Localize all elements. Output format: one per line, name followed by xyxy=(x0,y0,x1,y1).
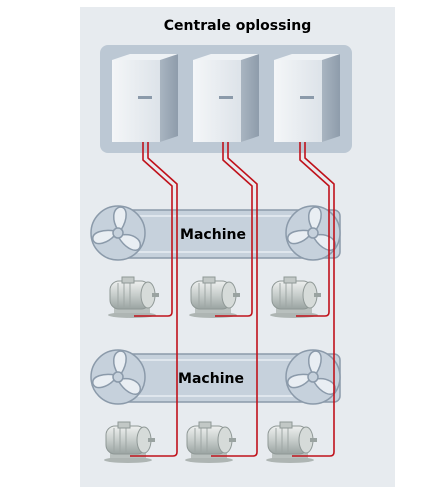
electric-motor-icon xyxy=(103,421,156,464)
electric-motor-icon xyxy=(107,276,160,319)
control-cabinet-icon xyxy=(274,54,340,142)
control-cabinet-icon xyxy=(193,54,259,142)
machine-label: Machine xyxy=(180,227,246,243)
electric-motor-icon xyxy=(188,276,241,319)
fan-icon xyxy=(90,349,146,405)
electric-motor-icon xyxy=(269,276,322,319)
control-cabinet-icon xyxy=(112,54,178,142)
machine-label: Machine xyxy=(178,371,244,387)
power-cables xyxy=(130,142,335,457)
fan-icon xyxy=(285,349,341,405)
electric-motor-icon xyxy=(184,421,237,464)
electric-motor-icon xyxy=(265,421,318,464)
fan-icon xyxy=(90,205,146,261)
cable-cabinet-2-motor-2 xyxy=(215,142,253,317)
machine-1 xyxy=(90,205,341,261)
cable-cabinet-1-motor-1 xyxy=(134,142,173,317)
machine-2 xyxy=(90,349,341,405)
diagram-title: Centrale oplossing xyxy=(163,18,312,34)
fan-icon xyxy=(285,205,341,261)
cable-cabinet-2-motor-5 xyxy=(211,142,258,457)
cable-cabinet-3-motor-6 xyxy=(292,142,335,457)
cable-cabinet-1-motor-4 xyxy=(130,142,178,457)
cable-cabinet-3-motor-3 xyxy=(296,142,330,317)
